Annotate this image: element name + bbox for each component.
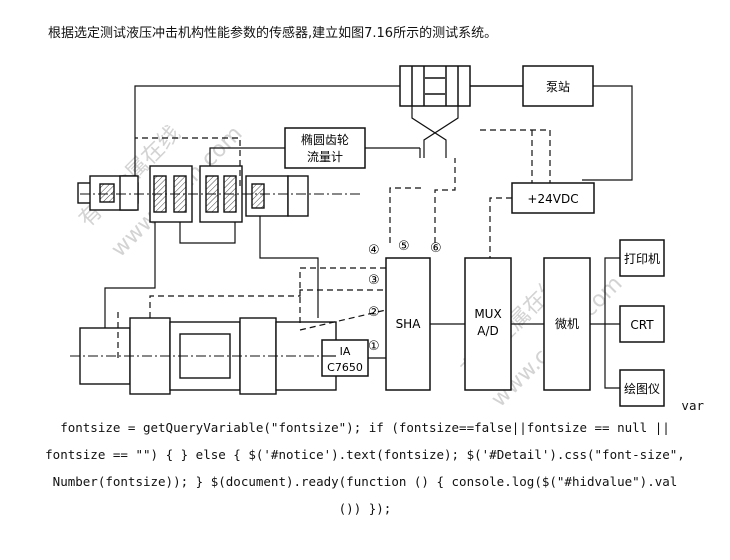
- crt-box: [619, 305, 665, 343]
- flowmeter-label-line1: 椭圆齿轮: [301, 132, 349, 147]
- printer-label: 打印机: [624, 252, 660, 266]
- ia-amplifier-label-line2: C7650: [327, 361, 363, 374]
- mux-ad-box: [464, 257, 512, 391]
- microcomputer-label: 微机: [555, 317, 579, 331]
- mux-ad-label-line2: A/D: [477, 324, 499, 338]
- intro-text: 根据选定测试液压冲击机构性能参数的传感器,建立如图7.16所示的测试系统。: [48, 26, 498, 41]
- pump-station-label: 泵站: [546, 80, 570, 94]
- channel-label-5: ⑤: [398, 239, 410, 254]
- microcomputer-box: [543, 257, 591, 391]
- impact-mechanism-upper: [77, 165, 360, 223]
- directional-valve: [399, 65, 471, 107]
- channel-label-3: ③: [368, 273, 380, 288]
- code-line: fontsize = getQueryVariable("fontsize");…: [60, 420, 670, 435]
- channel-label-1: ①: [368, 339, 380, 354]
- ia-amplifier-box: [321, 339, 369, 377]
- channel-label-2: ②: [368, 305, 380, 320]
- power-supply-box: [511, 182, 595, 214]
- plotter-label: 绘图仪: [624, 381, 660, 396]
- code-snippet: var fontsize = getQueryVariable("fontsiz…: [20, 398, 710, 522]
- crt-label: CRT: [630, 318, 654, 332]
- impact-mechanism-lower: [70, 317, 360, 395]
- flowmeter-box: [284, 127, 366, 169]
- mux-ad-label-line1: MUX: [474, 307, 501, 321]
- sha-box: [385, 257, 431, 391]
- code-line: ()) });: [338, 501, 392, 516]
- channel-label-6: ⑥: [430, 241, 442, 256]
- ia-amplifier-label-line1: IA: [340, 345, 351, 358]
- flowmeter-label-line2: 流量计: [307, 150, 343, 164]
- printer-box: [619, 239, 665, 277]
- code-line: fontsize == "") { } else { $('#notice').…: [45, 447, 685, 462]
- power-supply-label: +24VDC: [527, 192, 578, 206]
- test-system-diagram: 有色金属在线 www.cnmn.com 有色金属在线 www.cnmn.com …: [70, 65, 665, 412]
- code-line: Number(fontsize)); } $(document).ready(f…: [52, 474, 678, 489]
- code-line: var: [681, 398, 704, 413]
- plotter-box: [619, 369, 665, 407]
- channel-label-4: ④: [368, 243, 380, 258]
- sha-label: SHA: [396, 317, 422, 331]
